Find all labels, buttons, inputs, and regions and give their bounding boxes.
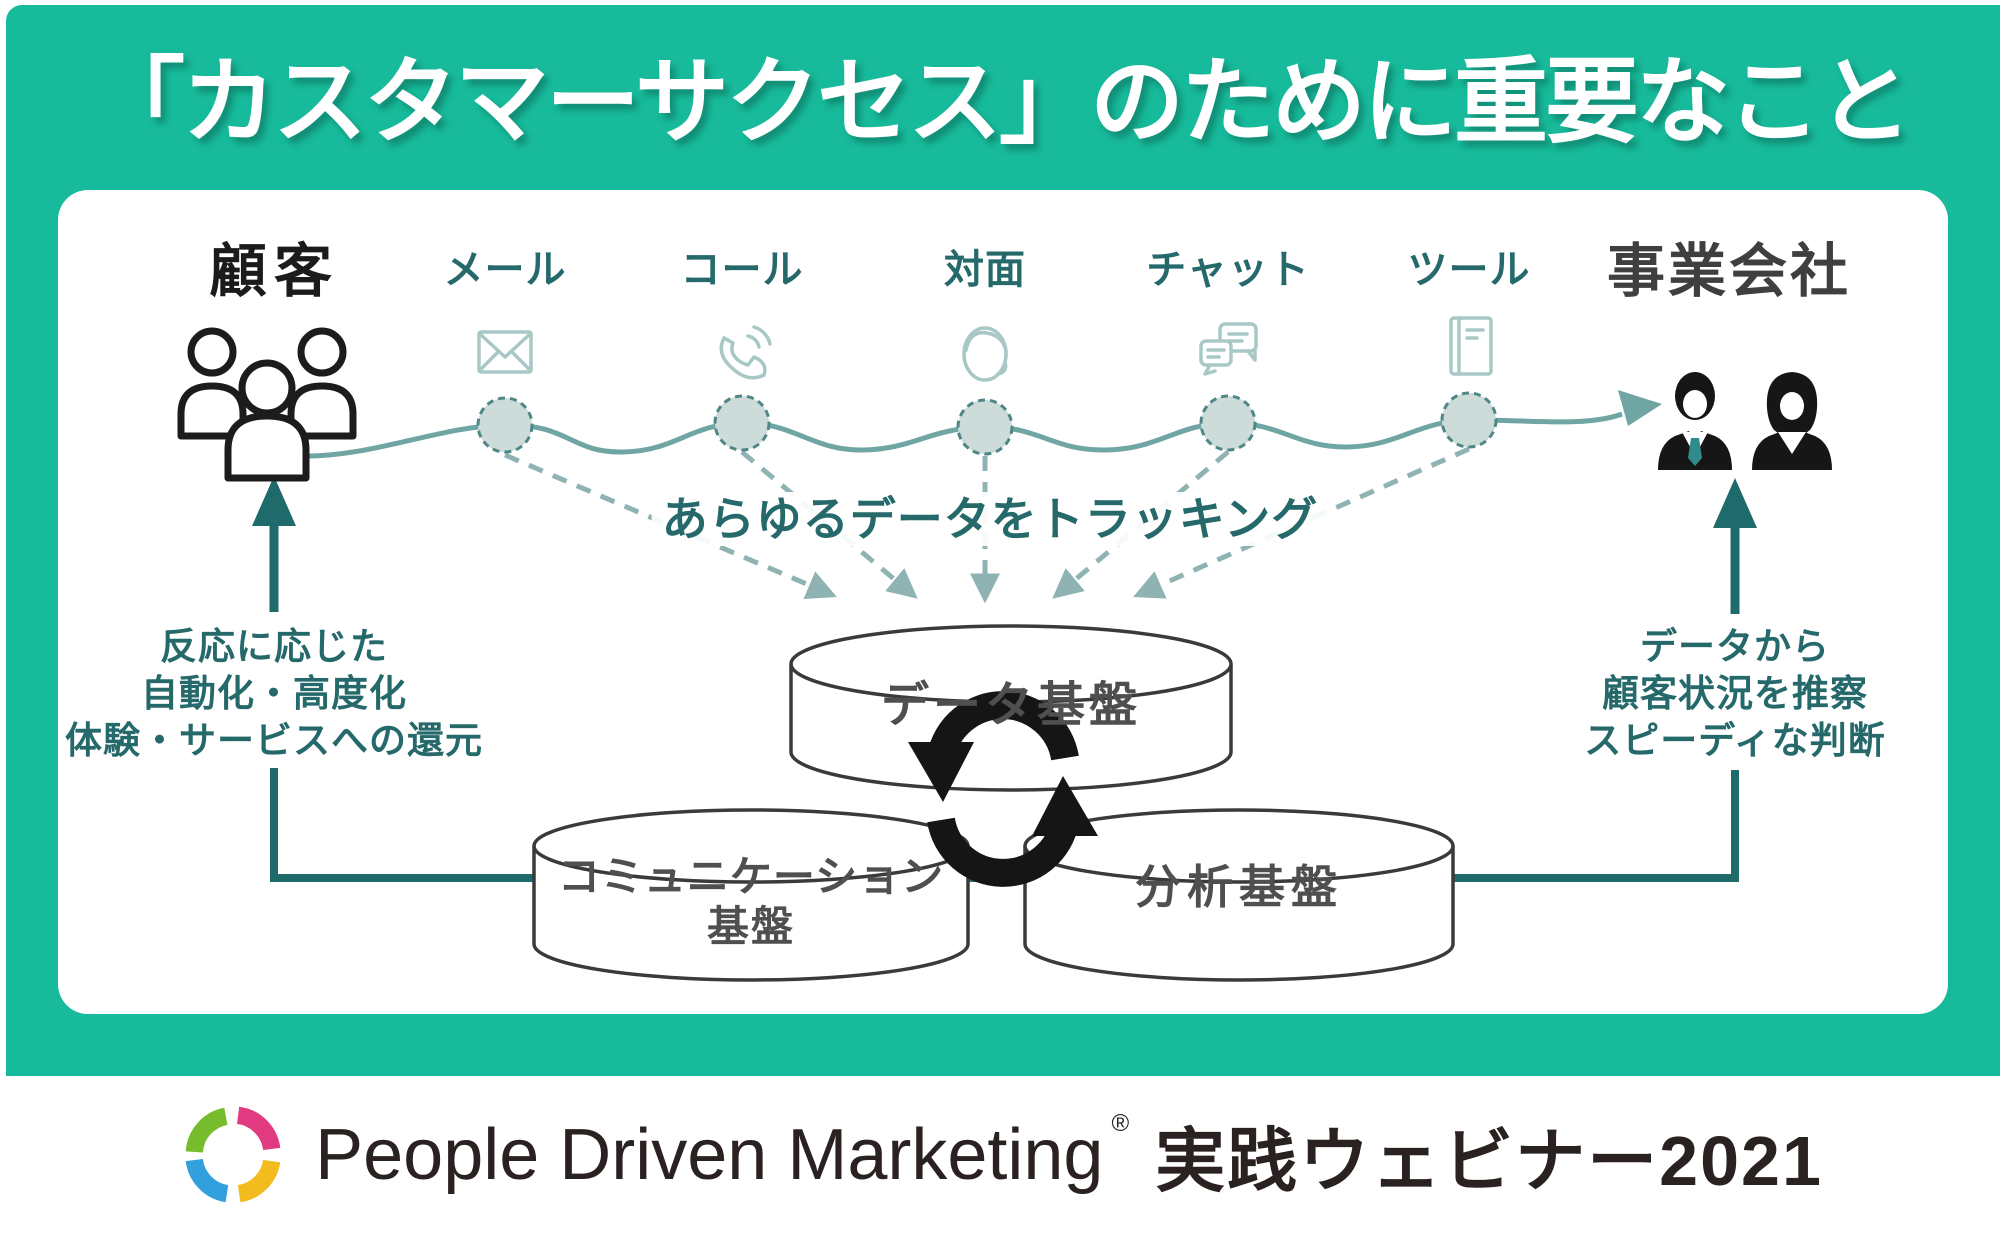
left-note-line1: 反応に応じた — [160, 626, 388, 667]
business-people-icon — [1658, 372, 1832, 470]
company-label: 事業会社 — [1606, 239, 1852, 304]
customer-group-icon — [177, 327, 357, 482]
face-icon — [962, 326, 1008, 382]
left-up-arrow — [252, 476, 296, 612]
communication-platform-cylinder — [532, 808, 970, 982]
channel-label-face: 対面 — [944, 248, 1026, 292]
pdm-ring-logo — [185, 1106, 281, 1203]
customer-label: 顧客 — [208, 239, 340, 304]
brand-name: People Driven Marketing — [315, 1115, 1104, 1195]
footer-brand-bar: People Driven Marketing ® 実践ウェビナー2021 — [0, 1076, 2000, 1234]
analysis-platform-label: 分析基盤 — [1135, 861, 1343, 913]
mail-icon — [477, 330, 533, 374]
registered-mark: ® — [1111, 1110, 1130, 1137]
event-name: 実践ウェビナー2021 — [1155, 1121, 1823, 1200]
channel-label-tool: ツール — [1407, 248, 1531, 292]
right-note-line1: データから — [1640, 626, 1830, 667]
communication-platform-label-line1: コミュニケーション — [557, 853, 945, 900]
left-note-line2: 自動化・高度化 — [141, 673, 407, 714]
chat-icon — [1199, 322, 1258, 376]
tracking-note: あらゆるデータをトラッキング — [651, 492, 1329, 546]
analysis-platform-cylinder — [1023, 808, 1455, 982]
refresh-cycle-icon — [908, 691, 1098, 887]
channel-label-mail: メール — [443, 248, 567, 292]
channel-label-chat: チャット — [1146, 248, 1310, 292]
right-up-arrow — [1713, 478, 1757, 614]
call-icon — [719, 325, 772, 380]
right-note-line3: スピーディな判断 — [1584, 720, 1886, 761]
left-note-line3: 体験・サービスへの還元 — [65, 720, 483, 761]
communication-platform-label-line2: 基盤 — [706, 903, 796, 950]
data-platform-cylinder — [789, 624, 1233, 792]
page-title: 「カスタマーサクセス」のために重要なこと — [90, 49, 1912, 154]
right-note-line2: 顧客状況を推察 — [1602, 673, 1868, 714]
data-platform-label: データ基盤 — [880, 679, 1142, 732]
channel-label-call: コール — [680, 248, 804, 292]
wave-arrowhead — [1618, 390, 1662, 426]
tool-icon — [1449, 316, 1493, 376]
touchpoint-circles — [476, 391, 1498, 456]
